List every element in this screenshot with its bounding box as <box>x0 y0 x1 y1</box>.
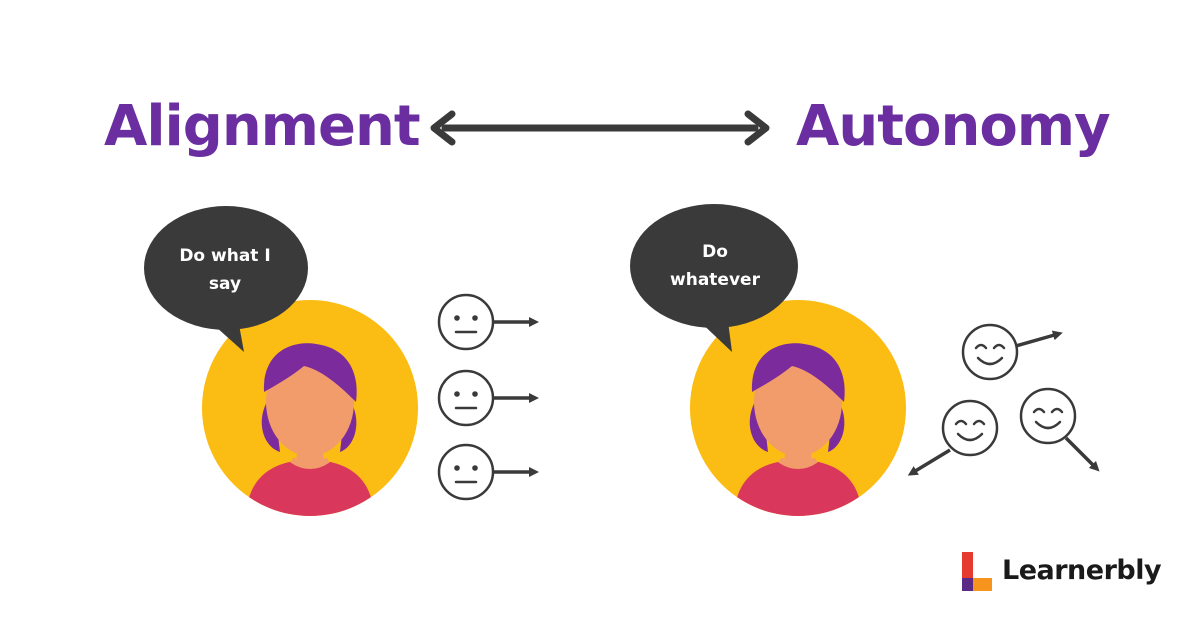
bubble-line: Do <box>702 242 728 262</box>
manager-avatar-left <box>202 300 418 516</box>
speech-bubble-right-text: Do whatever <box>640 238 790 294</box>
autonomy-title: Autonomy <box>796 94 1111 159</box>
brand-name: Learnerbly <box>1002 555 1162 586</box>
smiling-face-icon <box>941 399 999 457</box>
neutral-face-icon <box>437 369 495 427</box>
manager-avatar-right <box>690 300 906 516</box>
speech-bubble-left-text: Do what I say <box>150 242 300 298</box>
speech-bubble-left <box>144 206 308 352</box>
neutral-face-icon <box>437 443 495 501</box>
direction-arrow <box>907 448 951 476</box>
hair-top <box>751 343 845 402</box>
hair-top <box>263 343 357 402</box>
shirt <box>734 460 862 516</box>
shirt <box>246 460 374 516</box>
alignment-title: Alignment <box>104 94 421 159</box>
speech-bubble-right <box>630 204 798 352</box>
smiling-face-icon <box>961 323 1019 381</box>
direction-arrow <box>1064 436 1100 472</box>
double-arrow-icon <box>430 110 770 146</box>
bubble-line: whatever <box>670 270 760 290</box>
direction-arrow <box>1015 330 1063 348</box>
bubble-line: say <box>208 274 242 294</box>
learnerbly-logo-icon <box>962 552 992 591</box>
bubble-tail <box>206 308 244 352</box>
bubble-tail <box>694 306 732 352</box>
neutral-face-icon <box>437 293 495 351</box>
bubble-line: Do what I <box>179 246 271 266</box>
smiling-face-icon <box>1019 387 1077 445</box>
